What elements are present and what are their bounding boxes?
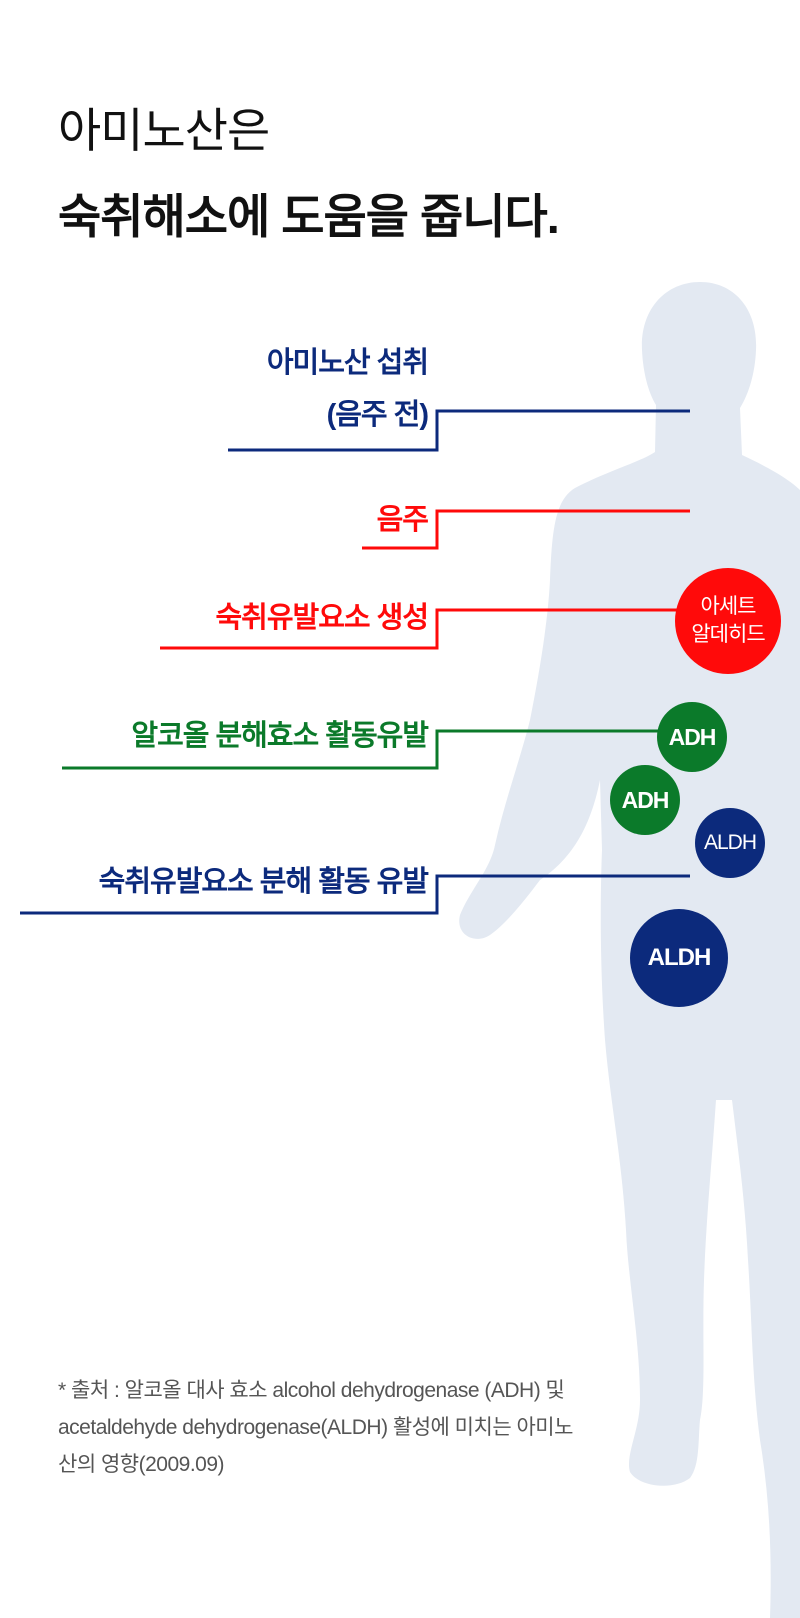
title-line2: 숙취해소에 도움을 줍니다.: [58, 190, 560, 243]
step-amino-intake-label: 아미노산 섭취 (음주 전): [266, 343, 429, 435]
source-footnote: * 출처 : 알코올 대사 효소 alcohol dehydrogenase (…: [58, 1379, 573, 1476]
aldh-circle-1: ALDH: [695, 808, 765, 878]
step-enzyme-activation-label: 알코올 분해효소 활동유발: [131, 720, 429, 752]
acetaldehyde-line2: 알데히드: [691, 623, 765, 646]
title-line1: 아미노산은: [58, 104, 270, 157]
connector-hangover-breakdown: [20, 874, 690, 915]
step-hangover-generation-label: 숙취유발요소 생성: [215, 602, 429, 634]
connector-amino-intake: [228, 409, 690, 452]
step-label-line1: 아미노산 섭취: [266, 347, 429, 379]
aldh-circle-2: ALDH: [630, 909, 728, 1007]
connector-drinking: [362, 509, 690, 550]
connector-hangover-generation: [160, 608, 680, 650]
step-drinking-label: 음주: [376, 504, 429, 536]
acetaldehyde-line1: 아세트: [700, 595, 757, 618]
acetaldehyde-circle: 아세트 알데히드: [675, 568, 781, 674]
step-hangover-breakdown-label: 숙취유발요소 분해 활동 유발: [98, 866, 429, 898]
adh-circle-1: ADH: [657, 702, 727, 772]
connector-enzyme-activation: [62, 729, 665, 770]
step-label-line2: (음주 전): [326, 399, 429, 431]
adh-circle-2: ADH: [610, 765, 680, 835]
